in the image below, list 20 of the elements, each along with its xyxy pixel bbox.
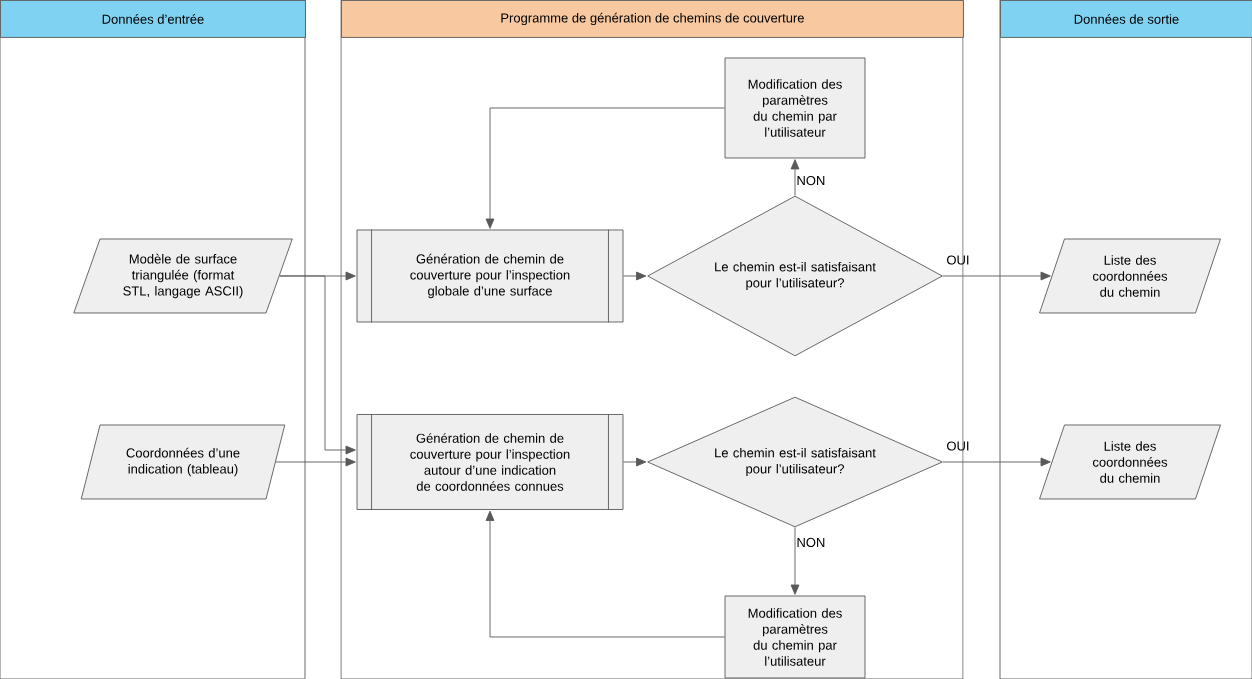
data-parallelogram: Liste des coordonnées du chemin	[1039, 424, 1221, 500]
arrow	[279, 275, 356, 455]
process-box: Génération de chemin de couverture pour l’inspection globale d’une surface	[356, 229, 624, 323]
arrow	[790, 527, 800, 595]
arrow	[623, 457, 647, 467]
data-parallelogram: Coordonnées d’une indication (tableau)	[80, 424, 286, 500]
edge-label: NON	[797, 175, 825, 186]
arrow	[485, 107, 725, 229]
process-box: Modification des paramètres du chemin par l’utilisateur	[724, 595, 866, 679]
arrow	[485, 510, 725, 638]
process-box: Génération de chemin de couverture pour l’inspection autour d’une indication de coordonnées connues	[356, 413, 624, 511]
arrow	[275, 457, 356, 467]
arrow	[942, 457, 1051, 467]
edge-label: NON	[797, 537, 825, 548]
arrow	[942, 271, 1051, 281]
arrow	[790, 159, 800, 196]
process-box: Modification des paramètres du chemin par l’utilisateur	[724, 57, 866, 159]
data-parallelogram: Liste des coordonnées du chemin	[1039, 238, 1221, 314]
arrow	[623, 271, 647, 281]
data-parallelogram: Modèle de surface triangulée (format STL, langage ASCII)	[73, 238, 293, 314]
